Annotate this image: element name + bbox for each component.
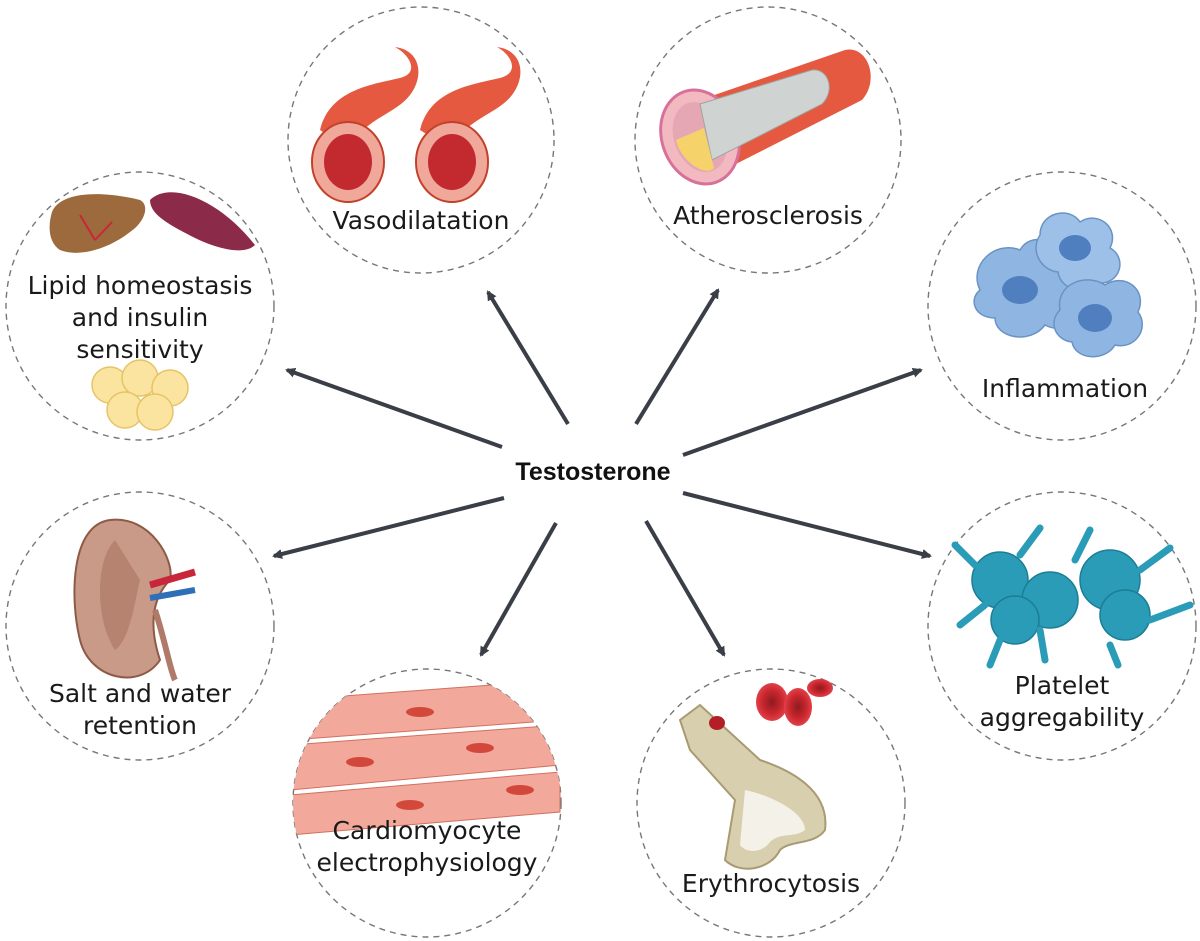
bone-marrow-rbc-illustration <box>678 679 833 870</box>
node-label-platelet: Platelet aggregability <box>979 671 1145 732</box>
arrow-to-inflammation <box>682 367 923 457</box>
node-label-lipid: Lipid homeostasis and insulin sensitivit… <box>27 271 253 364</box>
blood-vessels-illustration <box>311 47 521 203</box>
node-label-vasodilatation: Vasodilatation <box>332 206 510 235</box>
node-label-atherosclerosis: Atherosclerosis <box>673 201 863 230</box>
circle-vasodilatation <box>287 6 555 274</box>
center-label-testosterone: Testosterone <box>515 458 671 486</box>
artery-plaque-illustration <box>659 49 871 186</box>
node-label-inflammation: Inflammation <box>981 374 1149 403</box>
arrow-to-lipid <box>285 367 503 449</box>
arrow-to-platelet <box>682 491 932 559</box>
node-label-erythrocytosis: Erythrocytosis <box>681 869 861 898</box>
macrophages-illustration <box>973 212 1143 358</box>
arrow-to-erythrocytosis <box>644 519 726 657</box>
kidney-illustration <box>73 518 196 682</box>
circle-salt <box>5 491 275 761</box>
cardiomyocyte-illustration <box>293 679 561 836</box>
circle-lipid <box>5 171 275 441</box>
platelets-illustration <box>951 524 1194 669</box>
liver-muscle-fat-illustration <box>49 192 255 431</box>
arrow-to-vasodilatation <box>486 290 570 426</box>
circle-atherosclerosis <box>634 6 902 274</box>
node-label-cardiomyocyte: Cardiomyocyte electrophysiology <box>316 816 538 877</box>
node-label-salt: Salt and water retention <box>48 679 232 740</box>
circle-erythrocytosis <box>636 668 906 938</box>
arrow-to-cardiomyocyte <box>479 522 558 657</box>
circle-inflammation <box>927 171 1197 441</box>
arrow-to-salt <box>272 496 505 559</box>
circle-platelet <box>927 491 1197 761</box>
arrow-to-atherosclerosis <box>634 288 720 426</box>
arrows <box>272 288 932 657</box>
